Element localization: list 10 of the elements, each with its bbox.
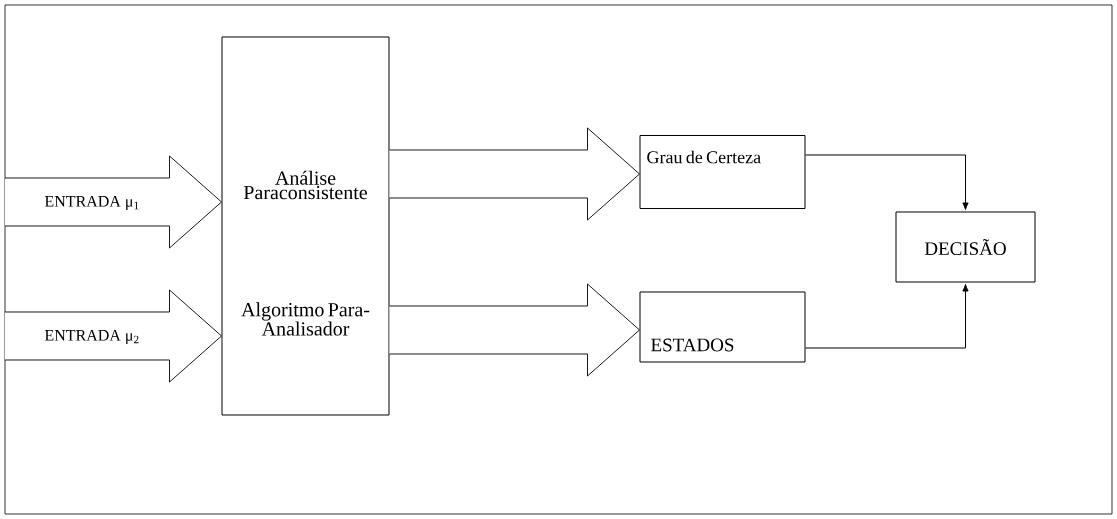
arrow bbox=[805, 154, 969, 210]
process-box: Análise Paraconsistente Algoritmo Para-Analisador bbox=[221, 36, 390, 416]
decision-box: DECISÃO bbox=[895, 211, 1036, 283]
arrow bbox=[389, 283, 640, 377]
output-box: ESTADOS bbox=[639, 291, 806, 363]
arrow bbox=[805, 284, 969, 349]
edge-label: ENTRADA μ$_{1}$ bbox=[43, 195, 141, 211]
arrow bbox=[389, 127, 640, 221]
output-box: Grau de Certeza bbox=[639, 135, 806, 209]
edge-label: ENTRADA μ$_{2}$ bbox=[43, 329, 141, 345]
